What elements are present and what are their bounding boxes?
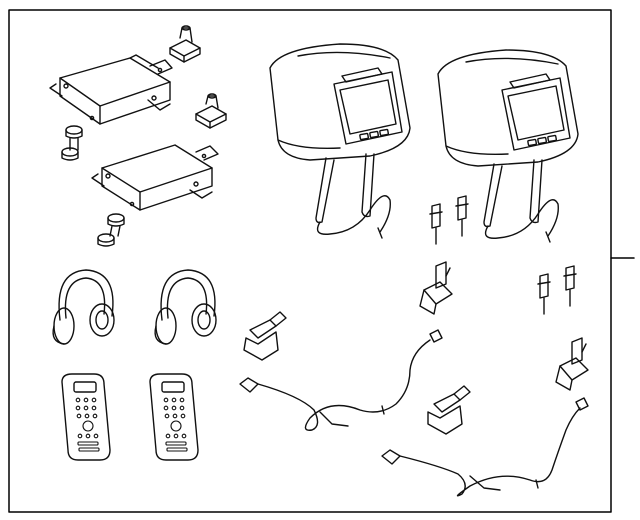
wiring-harness-2 (381, 397, 589, 497)
wiring-harness-1 (239, 329, 443, 431)
guide-clip-2 (455, 195, 469, 237)
headrest-monitor-right (437, 49, 579, 243)
diagram-border (8, 9, 612, 513)
bolt-lower (97, 213, 125, 247)
headrest-monitor-left (269, 43, 411, 239)
connector-bracket-3 (243, 311, 287, 361)
headphones-left (52, 269, 115, 345)
connector-bracket-1 (419, 261, 453, 315)
guide-clip-3 (537, 273, 551, 315)
bracket-middle (195, 93, 227, 129)
headphones-right (154, 269, 217, 345)
connector-bracket-4 (427, 385, 471, 435)
bolt-upper (61, 125, 83, 161)
guide-clip-1 (429, 203, 443, 245)
guide-clip-4 (563, 265, 577, 307)
control-module-upper (49, 54, 173, 125)
control-module-lower (91, 144, 219, 211)
bracket-upper (169, 25, 201, 63)
remote-left (61, 373, 111, 461)
remote-right (149, 373, 199, 461)
connector-bracket-2 (555, 337, 589, 391)
